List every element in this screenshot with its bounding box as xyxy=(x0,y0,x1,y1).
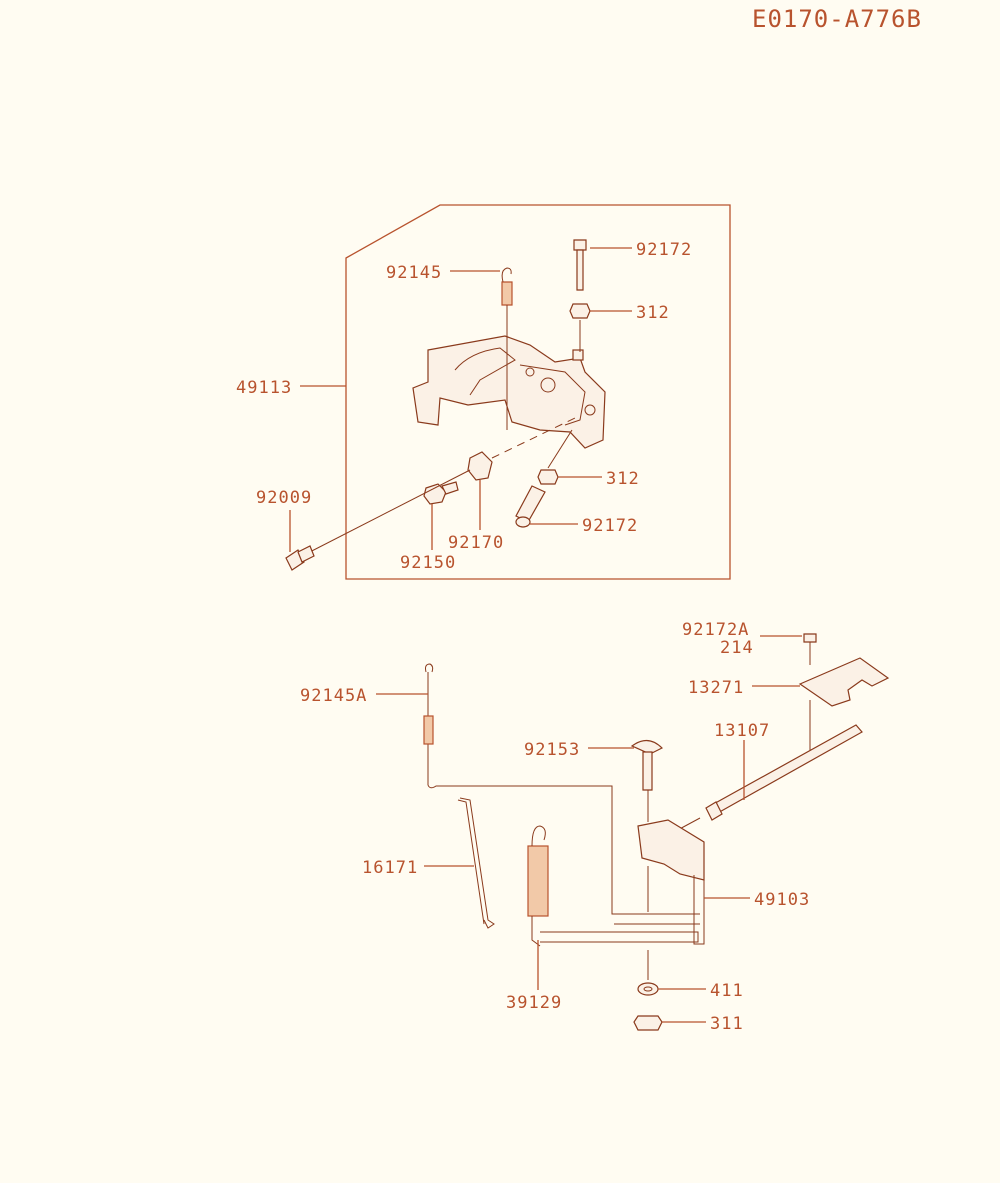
bracket-slot xyxy=(454,347,516,396)
rod-92145A xyxy=(427,672,700,915)
spring-39129-hook-top xyxy=(531,825,546,847)
label-92172-top: 92172 xyxy=(636,240,692,260)
label-49113: 49113 xyxy=(236,378,292,398)
nut-312-top xyxy=(569,303,591,319)
label-92145A: 92145A xyxy=(300,686,367,706)
bracket-hole-3 xyxy=(525,367,535,377)
label-92170: 92170 xyxy=(448,533,504,553)
bolt-92172A xyxy=(803,633,817,643)
spring-92145-hook xyxy=(501,267,512,283)
nut-311 xyxy=(633,1015,663,1031)
label-92172A: 92172A xyxy=(682,620,749,640)
spring-39129 xyxy=(527,845,549,917)
spring-92145 xyxy=(501,281,513,306)
screw-92009-axis xyxy=(301,469,471,557)
washer-411-hole xyxy=(643,986,653,992)
label-214: 214 xyxy=(720,638,754,658)
label-92153: 92153 xyxy=(524,740,580,760)
diagram-code: E0170-A776B xyxy=(752,5,922,33)
bolt-92153-head xyxy=(630,739,664,755)
label-312-mid: 312 xyxy=(606,469,640,489)
bolt-92172-top-shank xyxy=(576,249,584,291)
shaft-13107-end xyxy=(705,801,723,821)
lower-link-bar xyxy=(540,931,699,943)
nut-92150 xyxy=(423,483,447,505)
label-311: 311 xyxy=(710,1014,744,1034)
rod-92145A-hook xyxy=(425,663,434,673)
bolt-92172-mid-head xyxy=(515,516,531,528)
bracket-hole-2 xyxy=(584,404,596,416)
bracket-edge xyxy=(519,364,586,426)
label-13107: 13107 xyxy=(714,721,770,741)
spring-39129-hook-bottom xyxy=(531,916,541,947)
label-49103: 49103 xyxy=(754,890,810,910)
bracket-hole xyxy=(540,377,556,393)
label-39129: 39129 xyxy=(506,993,562,1013)
bolt-92172-top-head xyxy=(573,239,587,251)
lever-arm-49103-rod xyxy=(693,842,705,945)
label-92009: 92009 xyxy=(256,488,312,508)
rod-92145A-sleeve xyxy=(423,715,434,745)
label-16171: 16171 xyxy=(362,858,418,878)
label-92172-mid: 92172 xyxy=(582,516,638,536)
rod-16171 xyxy=(459,797,495,929)
assembly-frame-49113 xyxy=(345,204,731,580)
screw-92009-shank xyxy=(297,545,315,563)
lever-block-92170 xyxy=(467,451,493,481)
bracket-tab xyxy=(572,349,584,361)
washer-411 xyxy=(637,982,659,996)
nut-312-mid-axis xyxy=(547,429,573,469)
label-13271: 13271 xyxy=(688,678,744,698)
bolt-92153-shank xyxy=(642,751,653,791)
label-92150: 92150 xyxy=(400,553,456,573)
rod-16171-edge xyxy=(457,799,485,925)
label-92145: 92145 xyxy=(386,263,442,283)
screw-92009-axis-2 xyxy=(491,417,576,459)
lever-arm-49103 xyxy=(637,819,705,881)
bolt-92172-mid-shank xyxy=(515,485,546,523)
bolt-92150-threads xyxy=(441,481,459,495)
nut-312-mid xyxy=(537,469,559,485)
label-312-top: 312 xyxy=(636,303,670,323)
label-411: 411 xyxy=(710,981,744,1001)
plate-13271 xyxy=(798,657,890,707)
